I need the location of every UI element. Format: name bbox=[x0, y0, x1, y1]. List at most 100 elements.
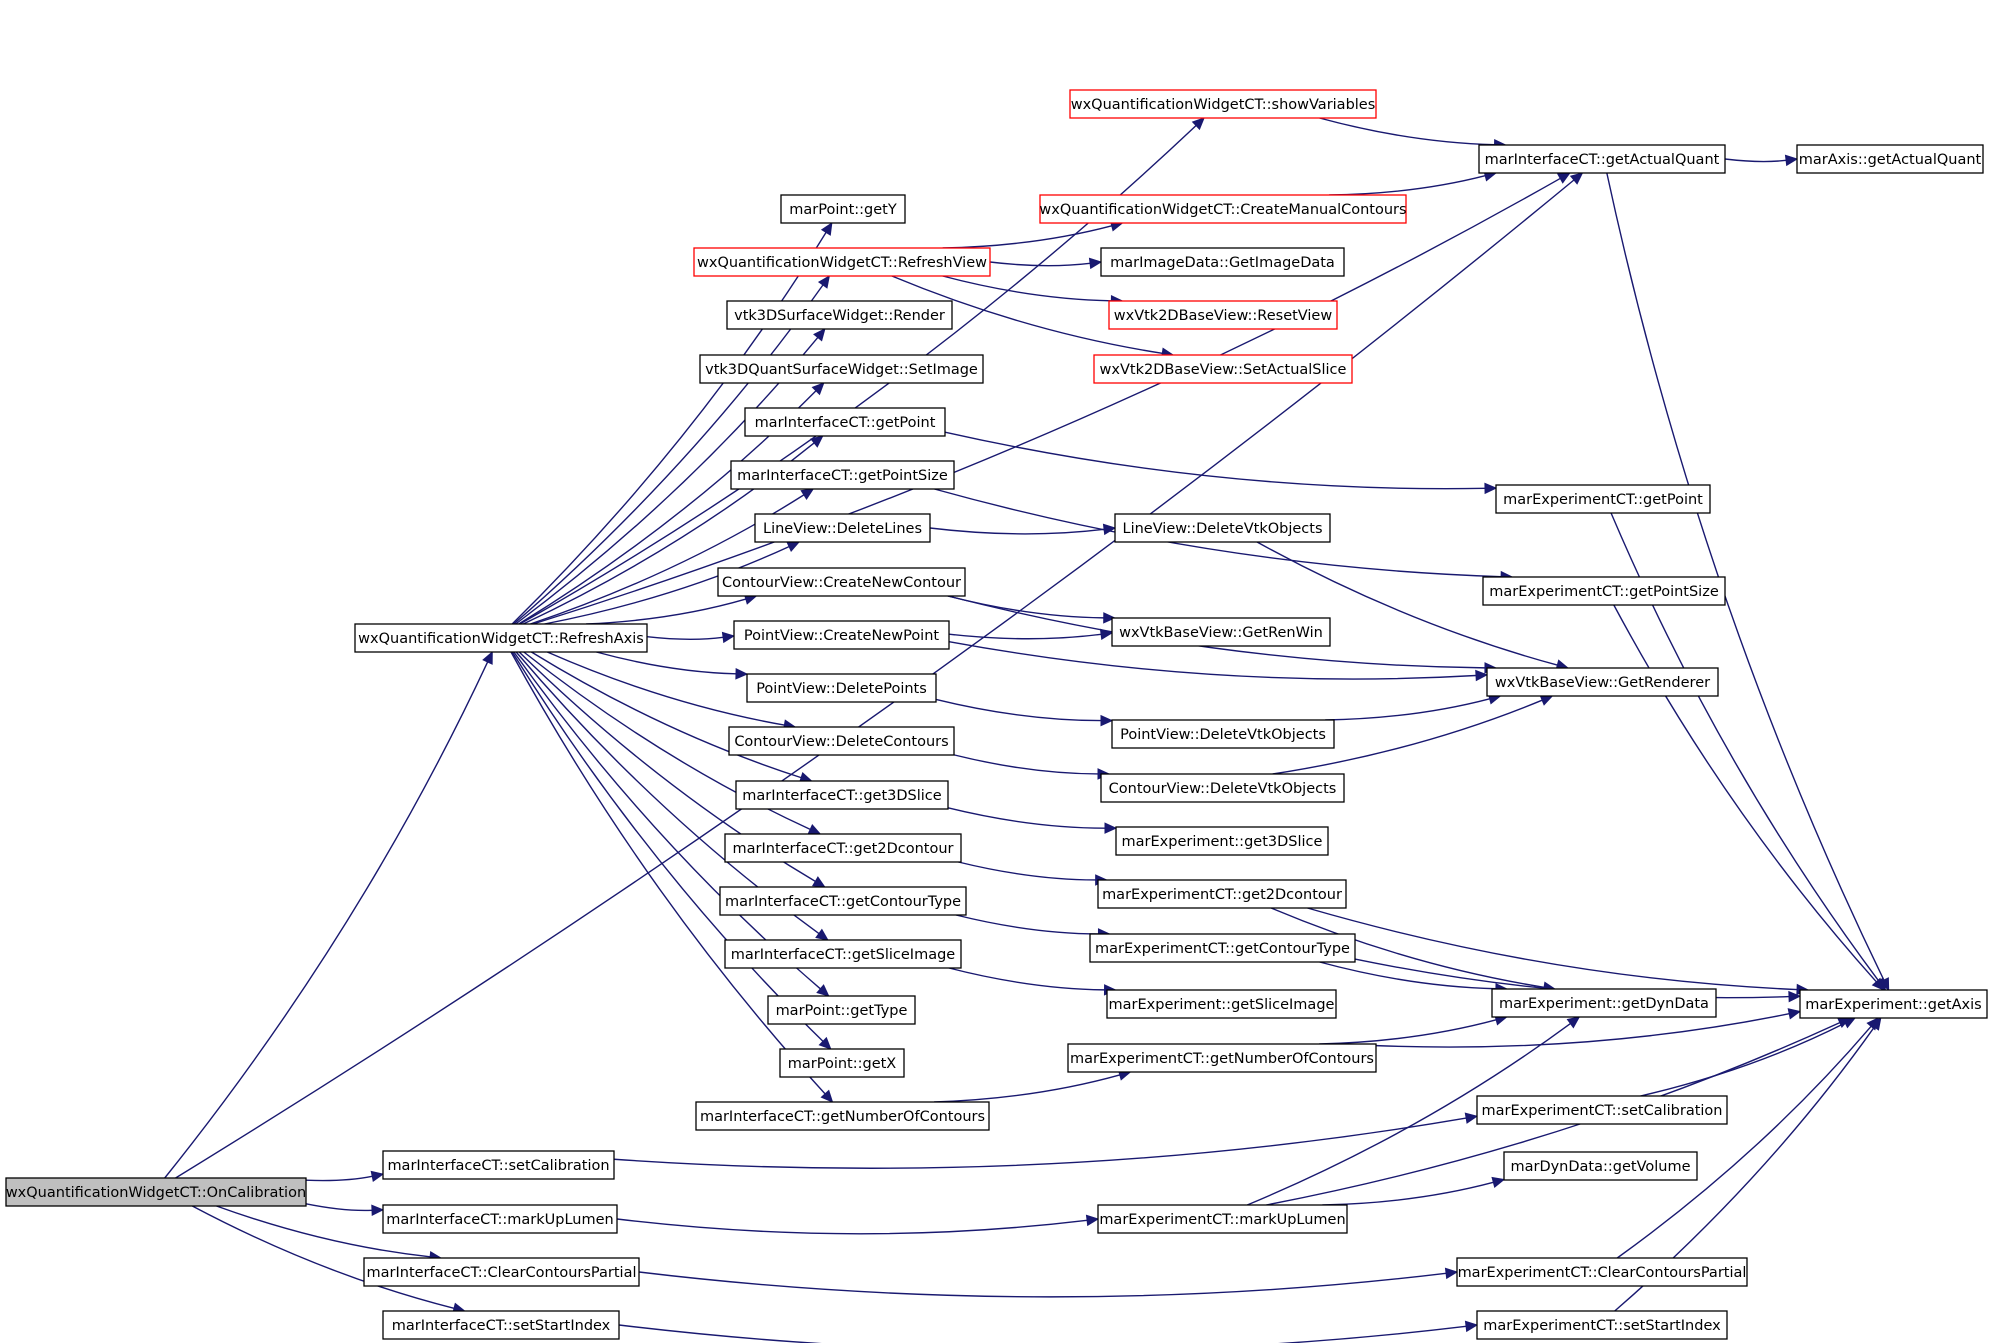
node-render[interactable]: vtk3DSurfaceWidget::Render bbox=[726, 300, 953, 330]
edge-line bbox=[955, 914, 1099, 935]
node-label: marExperiment::get3DSlice bbox=[1122, 834, 1323, 850]
edge-line bbox=[544, 545, 790, 625]
node-mark-up-lumen[interactable]: marInterfaceCT::markUpLumen bbox=[382, 1204, 618, 1234]
arrowhead-icon bbox=[1788, 990, 1802, 1003]
node-get-image-data[interactable]: marImageData::GetImageData bbox=[1100, 247, 1345, 277]
node-axis-get-actual-quant[interactable]: marAxis::getActualQuant bbox=[1796, 144, 1984, 174]
node-box bbox=[1093, 354, 1353, 384]
node-create-manual-contours[interactable]: wxQuantificationWidgetCT::CreateManualCo… bbox=[1039, 194, 1407, 224]
edge-create-new-point-to-get-renderer bbox=[948, 640, 1489, 682]
edge-line bbox=[958, 861, 1096, 881]
edge-get-slice-image-to-exp-get-slice-image bbox=[948, 967, 1117, 996]
node-exp-get-slice-image[interactable]: marExperiment::getSliceImage bbox=[1106, 989, 1337, 1019]
node-get-dyn-data[interactable]: marExperiment::getDynData bbox=[1491, 988, 1717, 1018]
node-exp-mark-up-lumen[interactable]: marExperimentCT::markUpLumen bbox=[1097, 1204, 1348, 1234]
node-box bbox=[1108, 300, 1338, 330]
node-delete-contours[interactable]: ContourView::DeleteContours bbox=[728, 726, 955, 756]
node-get-actual-quant[interactable]: marInterfaceCT::getActualQuant bbox=[1478, 144, 1726, 174]
arrowhead-icon bbox=[1869, 1017, 1882, 1031]
node-delete-points[interactable]: PointView::DeletePoints bbox=[746, 673, 937, 703]
arrowhead-icon bbox=[1102, 523, 1117, 536]
arrowhead-icon bbox=[811, 876, 826, 888]
node-refresh-view[interactable]: wxQuantificationWidgetCT::RefreshView bbox=[693, 247, 991, 277]
node-exp-set-start-index[interactable]: marExperimentCT::setStartIndex bbox=[1476, 1310, 1728, 1340]
edge-line bbox=[942, 225, 1112, 249]
node-label: vtk3DQuantSurfaceWidget::SetImage bbox=[705, 362, 978, 378]
edge-get-contour-type-to-exp-get-contour-type bbox=[955, 914, 1111, 940]
edge-line bbox=[305, 1203, 373, 1212]
node-create-new-contour[interactable]: ContourView::CreateNewContour bbox=[717, 567, 966, 597]
node-show-variables[interactable]: wxQuantificationWidgetCT::showVariables bbox=[1069, 89, 1377, 119]
arrowhead-icon bbox=[1491, 1176, 1506, 1189]
node-label: wxQuantificationWidgetCT::RefreshAxis bbox=[358, 631, 644, 647]
node-line-delete-vtk[interactable]: LineView::DeleteVtkObjects bbox=[1114, 513, 1331, 543]
node-label: marInterfaceCT::get3DSlice bbox=[742, 788, 941, 804]
node-exp-get-point-size[interactable]: marExperimentCT::getPointSize bbox=[1482, 576, 1726, 606]
node-on-calibration[interactable]: wxQuantificationWidgetCT::OnCalibration bbox=[5, 1177, 307, 1207]
node-get-contour-type[interactable]: marInterfaceCT::getContourType bbox=[719, 886, 967, 916]
node-get-ren-win[interactable]: wxVtkBaseView::GetRenWin bbox=[1111, 617, 1331, 647]
node-exp-get-contour-type[interactable]: marExperimentCT::getContourType bbox=[1089, 933, 1356, 963]
node-get2-dcontour[interactable]: marInterfaceCT::get2Dcontour bbox=[724, 833, 962, 863]
node-create-new-point[interactable]: PointView::CreateNewPoint bbox=[733, 620, 950, 650]
node-set-calibration[interactable]: marInterfaceCT::setCalibration bbox=[382, 1150, 615, 1180]
node-label: marPoint::getY bbox=[789, 202, 897, 218]
node-delete-lines[interactable]: LineView::DeleteLines bbox=[754, 513, 931, 543]
node-get-point[interactable]: marInterfaceCT::getPoint bbox=[744, 407, 946, 437]
node-exp-clear-contours-partial[interactable]: marExperimentCT::ClearContoursPartial bbox=[1456, 1257, 1748, 1287]
node-get3-dslice[interactable]: marInterfaceCT::get3DSlice bbox=[735, 780, 949, 810]
node-label: vtk3DSurfaceWidget::Render bbox=[734, 308, 945, 324]
node-clear-contours-partial[interactable]: marInterfaceCT::ClearContoursPartial bbox=[363, 1257, 640, 1287]
edge-line bbox=[891, 275, 1163, 355]
node-label: marPoint::getX bbox=[788, 1056, 897, 1072]
node-label: marExperimentCT::markUpLumen bbox=[1099, 1212, 1345, 1228]
node-label: marImageData::GetImageData bbox=[1110, 255, 1335, 271]
node-box bbox=[744, 407, 946, 437]
edge-line bbox=[1319, 1019, 1497, 1045]
edge-line bbox=[948, 967, 1105, 991]
edge-refresh-axis-to-get-y bbox=[511, 221, 833, 625]
node-get-point-size[interactable]: marInterfaceCT::getPointSize bbox=[730, 460, 955, 490]
node-box bbox=[1100, 247, 1345, 277]
node-get-renderer[interactable]: wxVtkBaseView::GetRenderer bbox=[1486, 667, 1719, 697]
node-label: marExperiment::getSliceImage bbox=[1109, 997, 1335, 1013]
edge-show-variables-to-get-actual-quant bbox=[1319, 117, 1507, 151]
edge-get-actual-quant-to-axis-get-actual-quant bbox=[1724, 154, 1799, 167]
edge-line bbox=[1319, 961, 1496, 990]
node-exp-get-point[interactable]: marExperimentCT::getPoint bbox=[1495, 484, 1711, 514]
node-get-slice-image[interactable]: marInterfaceCT::getSliceImage bbox=[724, 939, 962, 969]
node-label: marInterfaceCT::getPointSize bbox=[737, 468, 948, 484]
node-point-delete-vtk[interactable]: PointView::DeleteVtkObjects bbox=[1111, 719, 1335, 749]
node-get-x[interactable]: marPoint::getX bbox=[779, 1048, 905, 1078]
node-get-y[interactable]: marPoint::getY bbox=[780, 194, 906, 224]
node-label: marInterfaceCT::getSliceImage bbox=[731, 947, 956, 963]
node-exp-get-number-of-contours[interactable]: marExperimentCT::getNumberOfContours bbox=[1067, 1043, 1377, 1073]
arrowhead-icon bbox=[786, 541, 801, 553]
node-box bbox=[1106, 989, 1337, 1019]
node-label: marInterfaceCT::getActualQuant bbox=[1485, 152, 1720, 168]
node-get-number-of-contours[interactable]: marInterfaceCT::getNumberOfContours bbox=[695, 1101, 990, 1131]
node-set-image[interactable]: vtk3DQuantSurfaceWidget::SetImage bbox=[699, 354, 984, 384]
edge-line bbox=[1375, 1013, 1790, 1048]
node-get-volume[interactable]: marDynData::getVolume bbox=[1503, 1151, 1698, 1181]
arrowhead-icon bbox=[1444, 1267, 1459, 1280]
node-contour-delete-vtk[interactable]: ContourView::DeleteVtkObjects bbox=[1100, 773, 1345, 803]
node-label: marExperimentCT::getPoint bbox=[1503, 492, 1703, 508]
node-label: wxQuantificationWidgetCT::RefreshView bbox=[697, 255, 987, 271]
edge-line bbox=[1616, 1025, 1872, 1259]
node-get-axis[interactable]: marExperiment::getAxis bbox=[1799, 989, 1988, 1019]
node-reset-view[interactable]: wxVtk2DBaseView::ResetView bbox=[1108, 300, 1338, 330]
node-set-start-index[interactable]: marInterfaceCT::setStartIndex bbox=[382, 1310, 620, 1340]
node-exp-set-calibration[interactable]: marExperimentCT::setCalibration bbox=[1476, 1095, 1728, 1125]
node-label: marExperimentCT::get2Dcontour bbox=[1102, 887, 1342, 903]
arrowhead-icon bbox=[1484, 482, 1498, 495]
node-refresh-axis[interactable]: wxQuantificationWidgetCT::RefreshAxis bbox=[354, 623, 648, 653]
node-exp-get2-dcontour[interactable]: marExperimentCT::get2Dcontour bbox=[1097, 879, 1347, 909]
arrowhead-icon bbox=[1103, 612, 1116, 624]
node-exp-get3-dslice[interactable]: marExperiment::get3DSlice bbox=[1115, 826, 1329, 856]
node-label: ContourView::DeleteVtkObjects bbox=[1109, 781, 1337, 797]
node-get-type[interactable]: marPoint::getType bbox=[767, 995, 916, 1025]
node-box bbox=[1089, 933, 1356, 963]
node-box bbox=[726, 300, 953, 330]
node-set-actual-slice[interactable]: wxVtk2DBaseView::SetActualSlice bbox=[1093, 354, 1353, 384]
